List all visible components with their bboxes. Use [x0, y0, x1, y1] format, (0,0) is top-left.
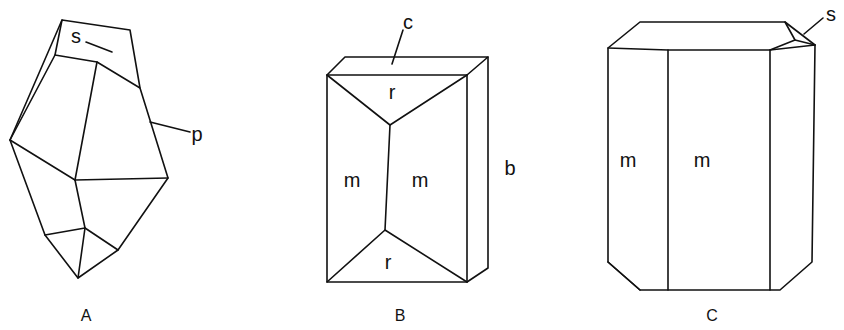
- crystal-c: [608, 18, 823, 290]
- figure-letter: C: [704, 307, 720, 325]
- crystal-b: [327, 30, 488, 282]
- figure-letter: B: [393, 307, 408, 325]
- crystal-a: [10, 20, 190, 278]
- face-label: s: [824, 3, 838, 25]
- face-label: p: [189, 123, 204, 145]
- face-label: m: [342, 169, 363, 191]
- face-label: r: [387, 81, 398, 103]
- face-label: m: [618, 149, 639, 171]
- face-label: s: [69, 25, 83, 47]
- face-label: m: [692, 149, 713, 171]
- face-label: b: [502, 157, 517, 179]
- face-label: c: [401, 11, 415, 33]
- face-label: r: [383, 251, 394, 273]
- figure-letter: A: [79, 307, 94, 325]
- face-label: m: [410, 169, 431, 191]
